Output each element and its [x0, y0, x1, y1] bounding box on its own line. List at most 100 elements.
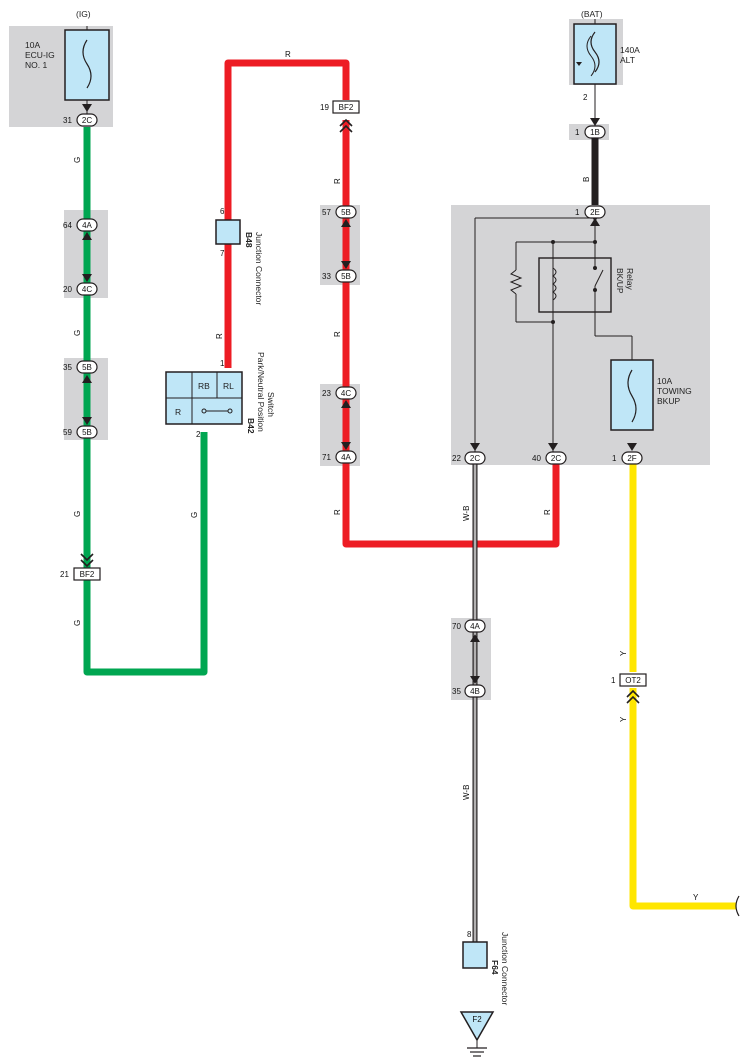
connector-oval: 5B — [335, 205, 357, 219]
fuse-ecu-ig-label: 10A — [25, 40, 40, 50]
wire-label: Y — [619, 650, 628, 656]
svg-text:4A: 4A — [470, 622, 480, 631]
connector-oval: 5B — [335, 269, 357, 283]
svg-text:BF2: BF2 — [339, 103, 354, 112]
connector-oval: 4B — [464, 684, 486, 698]
svg-text:OT2: OT2 — [625, 676, 641, 685]
wire-label: W-B — [462, 785, 471, 800]
pin-number: 57 — [322, 208, 331, 217]
pin-number: 23 — [322, 389, 331, 398]
wire-label: G — [73, 157, 82, 163]
b42-cell-label: RL — [223, 381, 234, 391]
pin-number: 1 — [220, 359, 225, 368]
red-wire-bottom — [342, 120, 560, 548]
svg-text:5B: 5B — [82, 363, 92, 372]
ig-label: (IG) — [76, 9, 91, 19]
connector-rect: BF2 — [332, 100, 360, 114]
connector-rect: BF2 — [73, 567, 101, 581]
relay-block-box — [451, 205, 710, 465]
b42-code: B42 — [246, 418, 256, 434]
svg-text:4B: 4B — [470, 687, 480, 696]
wire-label: R — [333, 178, 342, 184]
svg-text:4C: 4C — [341, 389, 351, 398]
wire-label: W-B — [462, 506, 471, 521]
pin-number: 20 — [63, 285, 72, 294]
pin-number: 40 — [532, 454, 541, 463]
connector-oval: 4C — [76, 282, 98, 296]
pin-number: 35 — [63, 363, 72, 372]
fuse-towing-label: BKUP — [657, 396, 680, 406]
wire-label: Y — [619, 716, 628, 722]
fuse-alt-label: ALT — [620, 55, 635, 65]
fuse-alt-label: 140A — [620, 45, 640, 55]
fuse-ecu-ig-label: ECU-IG — [25, 50, 55, 60]
b42-cell-label: R — [175, 407, 181, 417]
pin-number: 7 — [220, 249, 225, 258]
f64-name: Junction Connector — [500, 932, 510, 1005]
relay-label: Relay — [625, 268, 635, 290]
pin-number: 21 — [60, 570, 69, 579]
wire-label: R — [333, 509, 342, 515]
pin-number: 35 — [452, 687, 461, 696]
connector-oval: 1B — [584, 125, 606, 139]
pin-number: 1 — [575, 208, 580, 217]
connector-oval: 4A — [76, 218, 98, 232]
svg-text:2E: 2E — [590, 208, 600, 217]
arrow-icons — [82, 62, 637, 684]
svg-text:4A: 4A — [82, 221, 92, 230]
wire-label: G — [73, 511, 82, 517]
svg-text:BF2: BF2 — [80, 570, 95, 579]
ground-icon — [459, 1011, 495, 1057]
red-wire-top — [224, 59, 350, 368]
f64-code: F64 — [490, 960, 500, 975]
connector-oval: 2C — [545, 451, 567, 465]
pin-number: 1 — [611, 676, 616, 685]
chevron-icons — [80, 118, 640, 704]
svg-text:2F: 2F — [627, 454, 636, 463]
svg-text:4A: 4A — [341, 453, 351, 462]
b42-park-neutral-switch — [165, 371, 243, 425]
pin-number: 2 — [583, 93, 588, 102]
wire-label: R — [215, 333, 224, 339]
pin-number: 1 — [575, 128, 580, 137]
fuse-ecu-ig-icon — [64, 29, 110, 101]
wire-label: G — [73, 620, 82, 626]
ground-label: F2 — [472, 1015, 482, 1024]
connector-rect: OT2 — [619, 673, 647, 687]
pin-number: 71 — [322, 453, 331, 462]
pin-number: 33 — [322, 272, 331, 281]
fuse-towing-label: TOWING — [657, 386, 692, 396]
wire-label: Y — [693, 893, 699, 902]
wire-label: R — [285, 50, 291, 59]
b42-name: Switch — [266, 392, 276, 417]
wire-label: G — [190, 512, 199, 518]
pin-number: 8 — [467, 930, 472, 939]
connector-oval: 4C — [335, 386, 357, 400]
svg-text:5B: 5B — [341, 208, 351, 217]
svg-text:5B: 5B — [82, 428, 92, 437]
pin-number: 1 — [612, 454, 617, 463]
connector-oval: 2F — [621, 451, 643, 465]
yellow-wire — [629, 462, 736, 910]
pin-number: 59 — [63, 428, 72, 437]
bat-label: (BAT) — [581, 9, 603, 19]
b48-junction-connector — [215, 219, 241, 245]
connector-oval: 5B — [76, 425, 98, 439]
wire-label: R — [543, 509, 552, 515]
b42-cell-label: RB — [198, 381, 210, 391]
connector-oval: 2C — [464, 451, 486, 465]
svg-text:1B: 1B — [590, 128, 600, 137]
pin-number: 64 — [63, 221, 72, 230]
wire-label: R — [333, 331, 342, 337]
connector-oval: 2E — [584, 205, 606, 219]
wire-label: B — [582, 177, 591, 182]
svg-text:2C: 2C — [470, 454, 480, 463]
pin-number: 6 — [220, 207, 225, 216]
fuse-towing-label: 10A — [657, 376, 672, 386]
f64-junction-connector — [462, 941, 488, 969]
connector-oval: 2C — [76, 113, 98, 127]
b42-name: Park/Neutral Position — [256, 352, 266, 432]
connector-oval: 5B — [76, 360, 98, 374]
fuse-alt-icon — [573, 23, 617, 85]
